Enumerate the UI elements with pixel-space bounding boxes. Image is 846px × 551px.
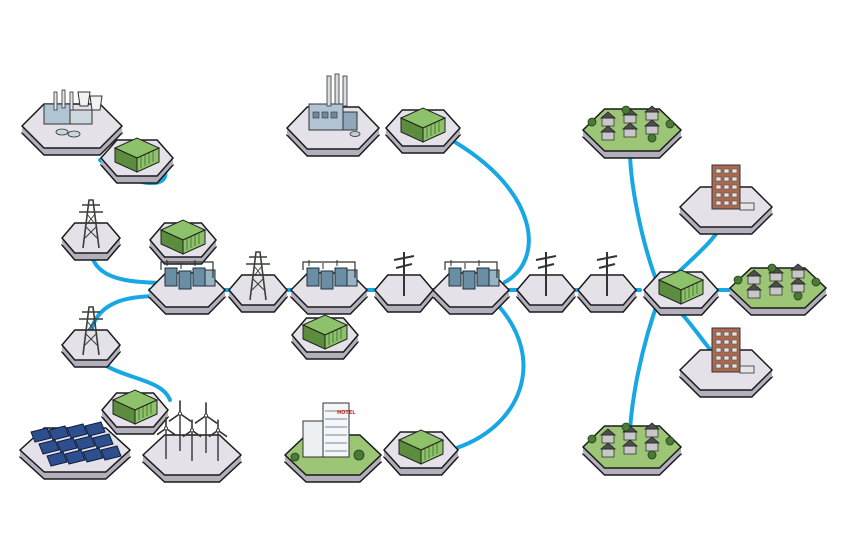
factory-node [285, 73, 381, 157]
pylon-1-node [61, 199, 121, 261]
container-icon [111, 389, 159, 425]
power-line [448, 300, 526, 452]
container-hub-node [642, 269, 720, 316]
houses-icon [587, 422, 675, 460]
coal-plant-node [20, 89, 124, 156]
wind-turbine-icon [156, 400, 228, 461]
container-icon [657, 269, 705, 305]
utility-pole-icon [596, 252, 618, 296]
power-line [628, 148, 662, 292]
power-line [628, 294, 662, 432]
container-5-node [101, 389, 169, 435]
substation-1-node [147, 260, 227, 315]
power-plant-icon [43, 89, 103, 138]
container-icon [397, 429, 445, 465]
container-icon [301, 314, 349, 350]
container-3-node [291, 314, 359, 360]
power-line [446, 136, 531, 284]
container-4-node [384, 107, 462, 154]
neighborhood-3-node [581, 422, 683, 476]
substation-3-node [431, 260, 511, 315]
pole-1-node [374, 252, 434, 313]
pole-2-node [516, 252, 576, 313]
utility-pole-icon [393, 252, 415, 296]
node-tiles [18, 73, 828, 483]
hotel-node [283, 402, 383, 483]
factory-icon [308, 73, 361, 137]
solar-panel-icon [30, 421, 122, 467]
container-icon [399, 107, 447, 143]
container-1-node [100, 137, 174, 184]
transmission-tower-icon [79, 199, 103, 249]
container-icon [159, 219, 207, 255]
utility-pole-icon [535, 252, 557, 296]
houses-icon [587, 105, 675, 143]
pylon-2-node [61, 306, 121, 368]
pylon-3-node [228, 251, 288, 313]
apartment-1-node [678, 164, 774, 235]
neighborhood-2-node [728, 263, 828, 316]
apartment-2-node [678, 327, 774, 398]
container-icon [113, 137, 161, 173]
container-2-node [149, 219, 217, 265]
substation-icon [160, 260, 216, 290]
container-6-node [382, 429, 460, 476]
apartment-icon [711, 327, 755, 374]
apartment-icon [711, 164, 755, 211]
houses-icon [733, 263, 821, 301]
substation-icon [302, 260, 358, 290]
hotel-icon [290, 402, 365, 462]
power-line [89, 294, 162, 332]
hotel-sign: HOTEL [337, 410, 356, 416]
substation-icon [444, 260, 500, 290]
substation-2-node [289, 260, 369, 315]
neighborhood-1-node [581, 105, 683, 159]
transmission-tower-icon [79, 306, 103, 356]
pole-3-node [577, 252, 637, 313]
wind-farm-node [141, 400, 243, 483]
solar-farm-node [18, 421, 132, 480]
transmission-tower-icon [246, 251, 270, 301]
